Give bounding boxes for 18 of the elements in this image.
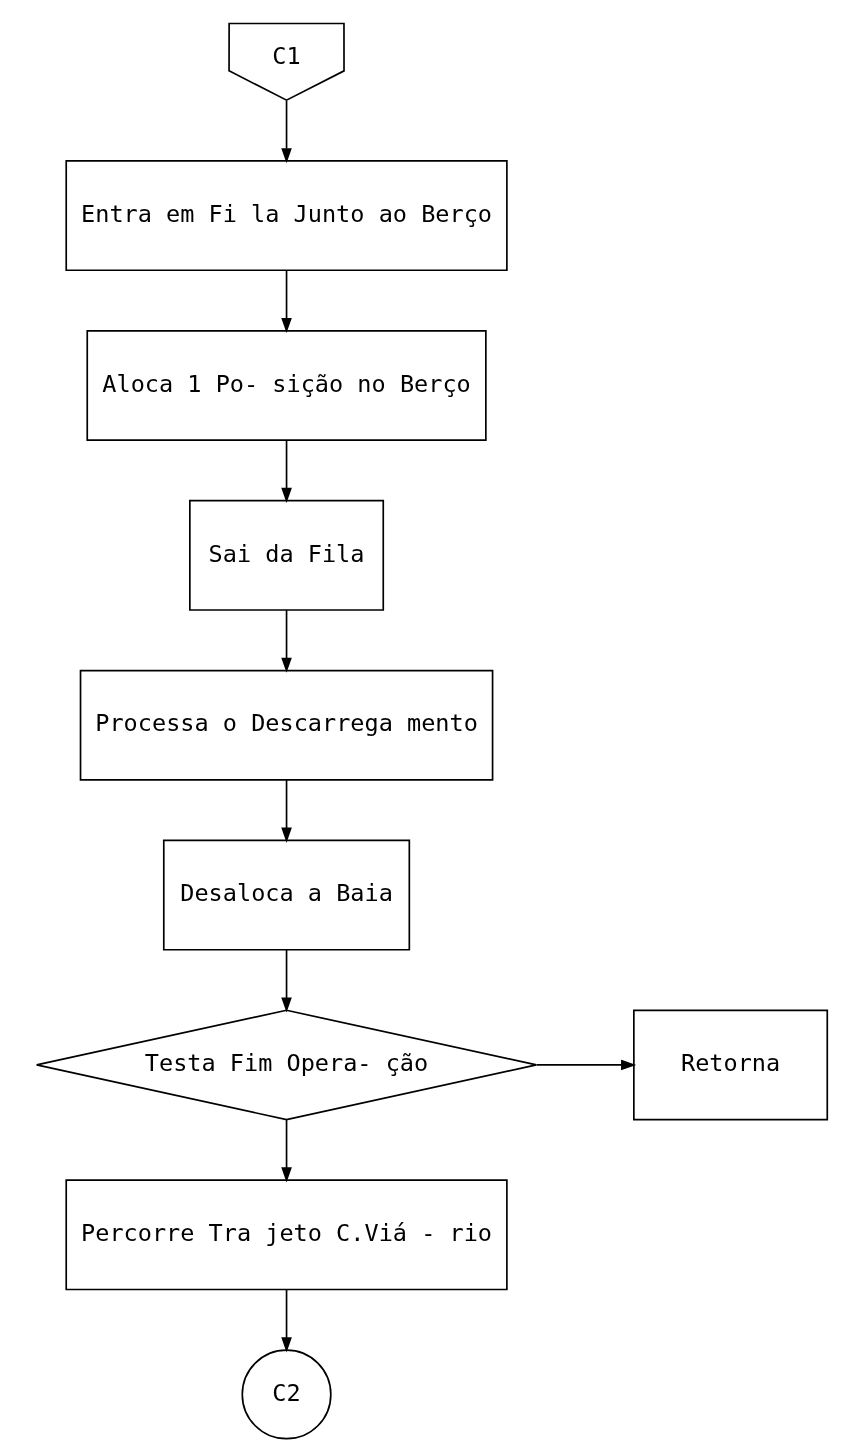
arrow [535,1059,637,1071]
arrow [281,100,292,164]
arrow [281,779,292,843]
node-box: Sai da Fila [189,499,385,611]
node-circle: C2 [241,1349,332,1440]
arrow [281,949,292,1013]
arrow [281,1118,292,1183]
node-box: Retorna [633,1009,829,1121]
arrow [281,439,292,503]
arrow [281,1289,292,1353]
node-box: Percorre Tra jeto C.Viá - rio [65,1179,508,1291]
node-box: Aloca 1 Po- sição no Berço [86,329,487,441]
arrow [281,269,292,334]
node-box: Processa o Descarrega mento [79,669,494,781]
node-box: Desaloca a Baia [162,839,411,951]
arrow [281,609,292,673]
node-box: Entra em Fi la Junto ao Berço [65,160,508,272]
node-diamond: Testa Fim Opera- ção [35,1009,538,1121]
